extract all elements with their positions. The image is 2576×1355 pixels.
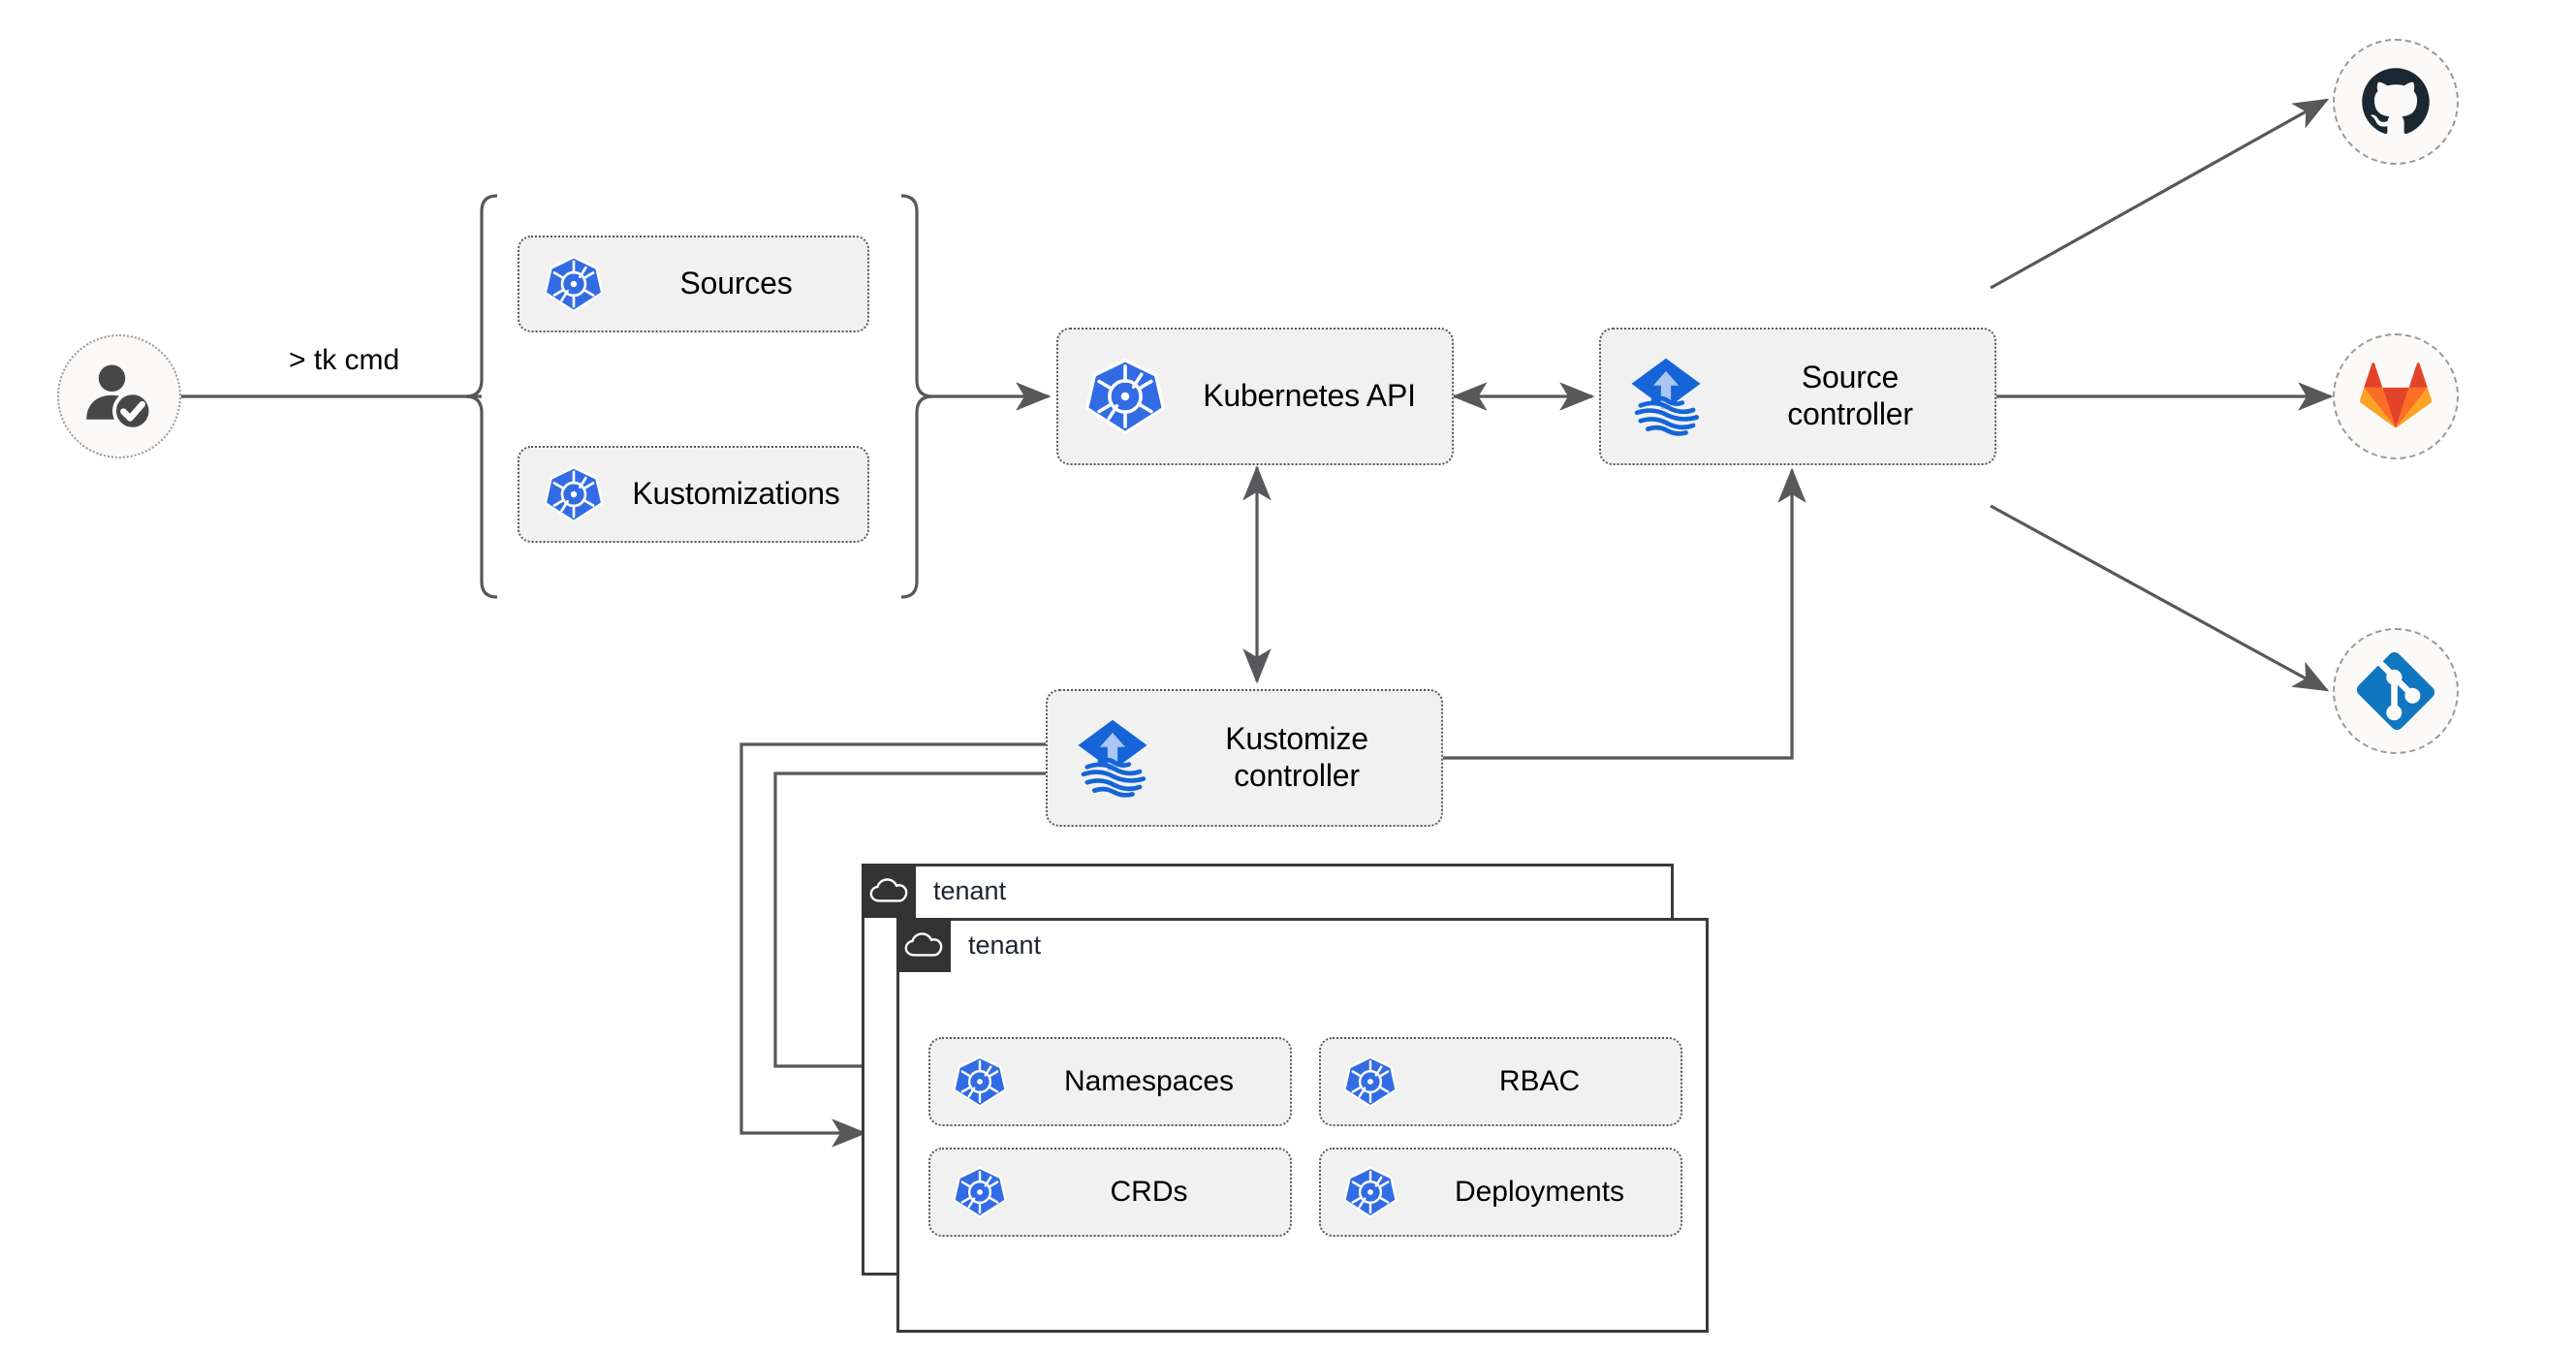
tenant-back-title: tenant <box>933 875 1007 905</box>
kubernetes-icon <box>952 1164 1008 1220</box>
node-source-controller-label: Source controller <box>1787 360 1913 431</box>
cloud-icon <box>896 918 951 972</box>
brace-left <box>465 194 498 599</box>
gitlab-icon <box>2360 362 2432 428</box>
kubernetes-icon <box>1084 355 1167 438</box>
flux-icon <box>1073 716 1152 800</box>
cloud-icon <box>862 864 916 918</box>
node-source-controller[interactable]: Source controller <box>1599 328 1996 465</box>
kubernetes-icon <box>543 463 605 525</box>
resource-namespaces[interactable]: Namespaces <box>928 1037 1292 1126</box>
node-kubernetes-api-label: Kubernetes API <box>1203 378 1416 414</box>
tenant-front-title: tenant <box>968 930 1042 960</box>
brace-right <box>900 194 933 599</box>
edge-source-to-github <box>1990 98 2330 290</box>
node-kustomize-controller[interactable]: Kustomize controller <box>1046 689 1443 827</box>
resource-namespaces-label: Namespaces <box>1063 1065 1235 1097</box>
resource-rbac[interactable]: RBAC <box>1319 1037 1682 1126</box>
provider-git[interactable] <box>2333 628 2459 754</box>
kubernetes-icon <box>952 1054 1008 1110</box>
github-icon <box>2362 68 2430 135</box>
tenant-panel-front[interactable]: tenant <box>896 918 1709 1333</box>
node-kustomizations[interactable]: Kustomizations <box>518 446 869 543</box>
edge-label-tk-cmd: > tk cmd <box>289 344 400 376</box>
node-kubernetes-api[interactable]: Kubernetes API <box>1056 328 1454 465</box>
kubernetes-icon <box>1342 1054 1398 1110</box>
node-sources-label: Sources <box>679 266 793 301</box>
resource-crds[interactable]: CRDs <box>928 1148 1292 1237</box>
provider-github[interactable] <box>2333 39 2459 165</box>
edge-source-to-git <box>1990 504 2330 692</box>
user-check-icon <box>86 364 153 431</box>
actor-user <box>57 334 181 458</box>
tenant-front-header: tenant <box>896 918 1058 972</box>
tenant-back-header: tenant <box>862 864 1023 918</box>
node-sources[interactable]: Sources <box>518 236 869 332</box>
node-kustomizations-label: Kustomizations <box>632 476 840 512</box>
resource-crds-label: CRDs <box>1110 1176 1188 1208</box>
kubernetes-icon <box>1342 1164 1398 1220</box>
node-kustomize-controller-label: Kustomize controller <box>1225 721 1368 793</box>
resource-deployments[interactable]: Deployments <box>1319 1148 1682 1237</box>
kubernetes-icon <box>543 253 605 315</box>
edge-kustomize-to-source <box>1439 467 1806 760</box>
git-icon <box>2357 652 2435 730</box>
provider-gitlab[interactable] <box>2333 333 2459 459</box>
resource-deployments-label: Deployments <box>1454 1176 1625 1208</box>
flux-icon <box>1626 355 1706 438</box>
tenant-front-resources: Namespaces <box>928 1037 1682 1237</box>
resource-rbac-label: RBAC <box>1498 1065 1581 1097</box>
